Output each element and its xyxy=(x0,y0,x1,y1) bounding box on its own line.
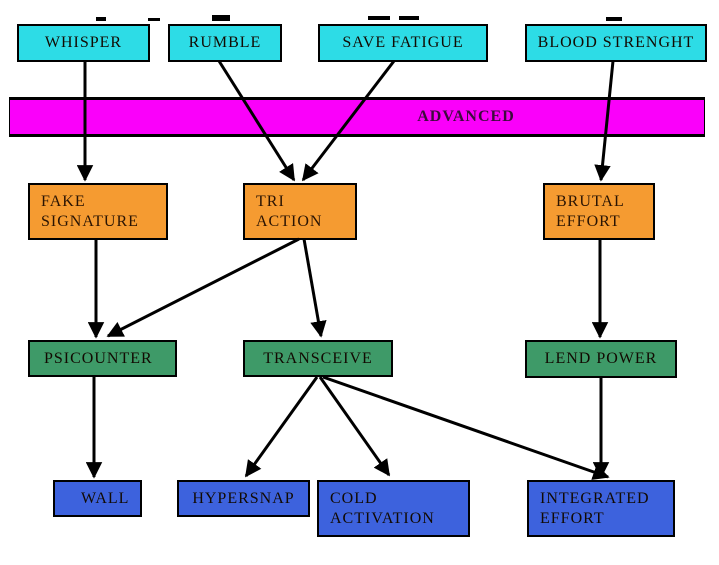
node-hypersnap: HYPERSNAP xyxy=(177,480,310,517)
edge-triaction-transceive xyxy=(302,238,327,338)
node-brutal-effort: BRUTAL EFFORT xyxy=(543,183,655,240)
node-cold-activation: COLD ACTIVATION xyxy=(317,480,470,537)
edge-transceive-coldactivation xyxy=(318,376,391,477)
node-psicounter: PSICOUNTER xyxy=(28,340,177,377)
node-label: PSICOUNTER xyxy=(44,349,153,367)
cropped-text-fragment xyxy=(212,15,230,21)
edge-transceive-hypersnap xyxy=(244,376,319,478)
cropped-text-fragment xyxy=(399,16,419,20)
node-label: TRI ACTION xyxy=(256,192,323,230)
node-label: BRUTAL EFFORT xyxy=(556,192,625,230)
edge-transceive-integratedeffort xyxy=(322,375,610,480)
cropped-text-fragment xyxy=(148,18,160,21)
node-rumble: RUMBLE xyxy=(168,24,282,62)
node-label: INTEGRATED EFFORT xyxy=(540,489,650,527)
advanced-band-label: ADVANCED xyxy=(417,108,515,125)
edge-triaction-psicounter xyxy=(106,237,300,338)
node-transceive: TRANSCEIVE xyxy=(243,340,393,377)
advanced-band: ADVANCED xyxy=(9,97,705,137)
node-integrated-effort: INTEGRATED EFFORT xyxy=(527,480,675,537)
cropped-text-fragment xyxy=(368,16,390,20)
node-label: BLOOD STRENGHT xyxy=(537,34,695,51)
cropped-text-fragment xyxy=(606,17,622,21)
node-fake-signature: FAKE SIGNATURE xyxy=(28,183,168,240)
node-tri-action: TRI ACTION xyxy=(243,183,357,240)
node-label: SAVE FATIGUE xyxy=(342,34,464,51)
node-save-fatigue: SAVE FATIGUE xyxy=(318,24,488,62)
node-lend-power: LEND POWER xyxy=(525,340,677,378)
node-label: TRANSCEIVE xyxy=(263,349,373,367)
node-label: LEND POWER xyxy=(544,350,658,367)
node-wall: WALL xyxy=(53,480,142,517)
node-label: WHISPER xyxy=(44,34,123,51)
node-label: HYPERSNAP xyxy=(192,489,295,507)
node-label: FAKE SIGNATURE xyxy=(41,192,139,230)
cropped-text-fragment xyxy=(96,17,106,21)
node-whisper: WHISPER xyxy=(17,24,150,62)
node-label: COLD ACTIVATION xyxy=(330,489,435,527)
node-label: RUMBLE xyxy=(188,34,262,51)
node-label: WALL xyxy=(81,489,130,507)
node-blood-strenght: BLOOD STRENGHT xyxy=(525,24,707,62)
